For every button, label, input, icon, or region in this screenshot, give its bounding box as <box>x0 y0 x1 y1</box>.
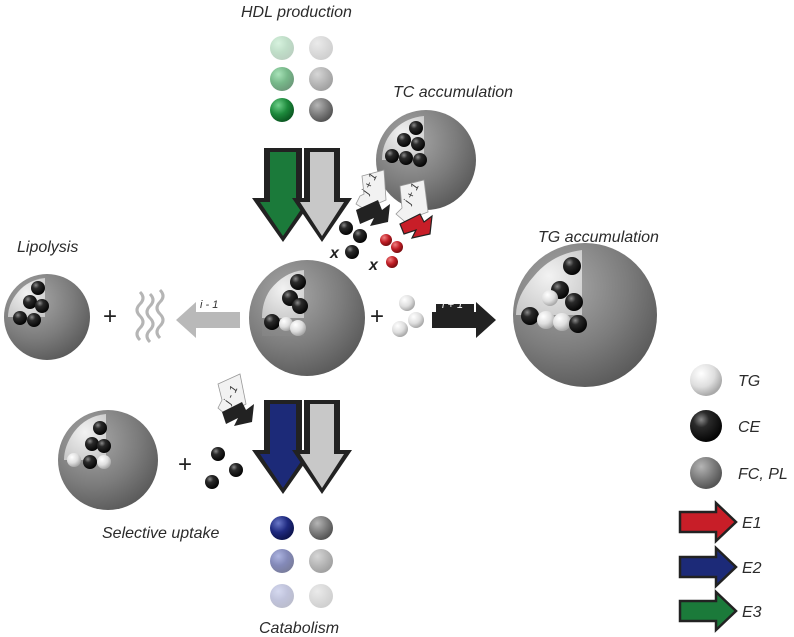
phospholipid-ball <box>309 67 333 91</box>
phospholipid-ball <box>309 36 333 60</box>
phospholipid-ball <box>309 98 333 122</box>
legend-e2: E2 <box>678 545 762 589</box>
legend-e2-label: E2 <box>742 560 762 577</box>
legend-tg-label: TG <box>738 373 760 390</box>
phospholipid-ball <box>309 584 333 608</box>
tc-accumulation-particle <box>376 110 476 210</box>
legend-e3: E3 <box>678 589 762 633</box>
i-plus-1-label: i + 1 <box>442 299 463 311</box>
selective-uptake-particle <box>58 410 158 510</box>
phospholipid-ball <box>309 549 333 573</box>
legend-fc-pl-label: FC, PL <box>738 466 788 483</box>
selective-uptake-label: Selective uptake <box>102 525 220 542</box>
i-plus-1-arrow: i + 1 <box>432 299 496 338</box>
tc-accumulation-label: TC accumulation <box>393 84 513 101</box>
tg-accumulation-particle <box>513 243 657 387</box>
lipolysis-particle <box>4 274 90 360</box>
legend-tg: TG <box>690 364 760 396</box>
j-plus-1-arrow: j + 1 <box>355 169 390 226</box>
catabolism-arrows <box>252 400 352 494</box>
lipolysis-label: Lipolysis <box>17 239 78 256</box>
apoa1-ball <box>270 549 294 573</box>
tg-ball-icon <box>690 364 722 396</box>
i-minus-1-label: i - 1 <box>200 299 218 311</box>
block-cross: x <box>329 245 340 262</box>
e3-arrow-icon <box>678 589 738 633</box>
lipolysis-plus: + <box>103 303 117 330</box>
legend-ce-label: CE <box>738 419 761 436</box>
grey-down-arrow <box>300 152 344 236</box>
i-minus-1-arrow: i - 1 <box>176 299 240 338</box>
legend-e1: E1 <box>678 500 762 544</box>
tg-accumulation-label: TG accumulation <box>538 229 659 246</box>
e1-arrow-icon <box>678 500 738 544</box>
apoa1-ball <box>270 584 294 608</box>
legend-e3-label: E3 <box>742 604 762 621</box>
catabolism-balls <box>270 516 333 608</box>
ce-ball-icon <box>690 410 722 442</box>
fc-pl-ball-icon <box>690 457 722 489</box>
legend-e1-label: E1 <box>742 515 762 532</box>
legend-ce: CE <box>690 410 761 442</box>
grey-down-arrow <box>300 404 344 488</box>
hdl-production-balls <box>270 36 333 122</box>
central-hdl-particle <box>249 260 365 376</box>
apoa1-ball <box>270 36 294 60</box>
j-minus-1-arrow: j - 1 <box>217 373 254 426</box>
fatty-acid-chains-icon <box>135 288 165 344</box>
tg-balls-free <box>392 295 424 337</box>
blue-down-arrow <box>260 404 306 488</box>
tg-plus: + <box>370 303 384 330</box>
hdl-production-label: HDL production <box>241 4 352 21</box>
catabolism-label: Catabolism <box>259 620 339 637</box>
green-down-arrow <box>260 152 306 236</box>
red-balls-transfer <box>380 234 403 268</box>
legend: TG CE FC, PL E1 E2 E3 <box>678 364 788 633</box>
uptake-plus: + <box>178 451 192 478</box>
ce-balls-transfer <box>339 221 367 259</box>
production-arrows <box>252 148 352 242</box>
j-plus-1-red-arrow: j + 1 <box>395 179 433 239</box>
ce-balls-free <box>205 447 243 489</box>
apoa1-ball <box>270 98 294 122</box>
apoa1-ball <box>270 516 294 540</box>
legend-fc-pl: FC, PL <box>690 457 788 489</box>
e2-arrow-icon <box>678 545 738 589</box>
apoa1-ball <box>270 67 294 91</box>
block-cross: x <box>368 257 379 274</box>
phospholipid-ball <box>309 516 333 540</box>
